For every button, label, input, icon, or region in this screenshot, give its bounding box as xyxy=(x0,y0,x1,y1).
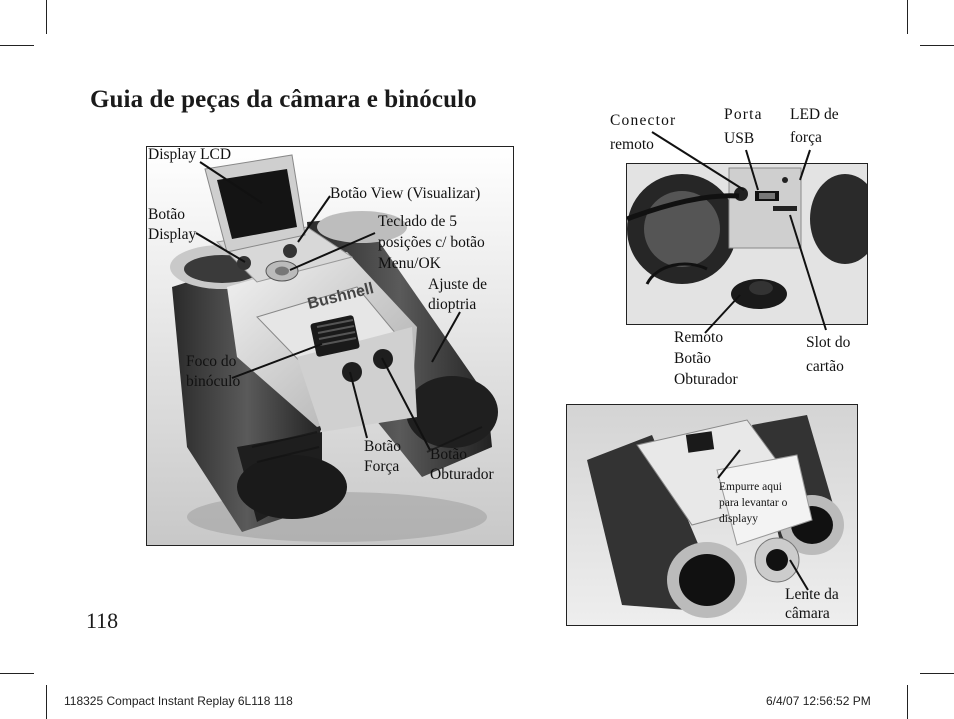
crop-mark xyxy=(0,673,34,674)
label-led-line1: LED de xyxy=(790,106,839,123)
label-empurre-line2: para levantar o xyxy=(719,497,788,509)
label-led-line2: força xyxy=(790,129,822,146)
crop-mark xyxy=(920,673,954,674)
label-remoto-line2: Botão xyxy=(674,350,712,367)
label-slot-line2: cartão xyxy=(806,358,844,375)
label-slot-line1: Slot do xyxy=(806,334,851,351)
label-lente-line1: Lente da xyxy=(785,586,839,603)
label-empurre-line3: displayy xyxy=(719,513,758,525)
label-foco-line1: Foco do xyxy=(186,353,237,370)
ports-closeup-photo xyxy=(626,163,868,325)
binocular-camera-illustration: Bushnell xyxy=(147,147,513,545)
label-usb-line2: USB xyxy=(724,130,755,147)
label-empurre-line1: Empurre aqui xyxy=(719,481,782,493)
crop-mark xyxy=(46,685,47,719)
label-forca-line1: Botão xyxy=(364,438,402,455)
label-teclado-line2: posições c/ botão xyxy=(378,234,485,251)
ports-illustration xyxy=(627,164,867,324)
label-obturador-line2: Obturador xyxy=(430,466,494,483)
label-forca-line2: Força xyxy=(364,458,400,475)
label-obturador-line1: Botão xyxy=(430,446,468,463)
crop-mark xyxy=(907,685,908,719)
crop-mark xyxy=(920,45,954,46)
page-title: Guia de peças da câmara e binóculo xyxy=(90,86,477,113)
crop-mark xyxy=(46,0,47,34)
label-lente-line2: câmara xyxy=(785,605,830,622)
label-teclado-line1: Teclado de 5 xyxy=(378,213,457,230)
label-ajuste-line1: Ajuste de xyxy=(428,276,487,293)
label-display-lcd: Display LCD xyxy=(148,146,232,163)
label-conector-line2: remoto xyxy=(610,136,654,153)
label-foco-line2: binóculo xyxy=(186,373,241,390)
label-botao-display-line2: Display xyxy=(148,226,197,243)
label-botao-view: Botão View (Visualizar) xyxy=(330,185,481,202)
label-usb-line1: Porta xyxy=(724,106,763,123)
crop-mark xyxy=(907,0,908,34)
main-binocular-photo: Bushnell xyxy=(146,146,514,546)
label-teclado-line3: Menu/OK xyxy=(378,255,441,272)
footer-right: 6/4/07 12:56:52 PM xyxy=(766,694,871,708)
footer-left: 118325 Compact Instant Replay 6L118 118 xyxy=(64,694,293,708)
label-remoto-line1: Remoto xyxy=(674,329,724,346)
page-number: 118 xyxy=(86,608,119,633)
label-ajuste-line2: dioptria xyxy=(428,296,477,313)
label-remoto-line3: Obturador xyxy=(674,371,738,388)
label-conector-line1: Conector xyxy=(610,112,677,129)
crop-mark xyxy=(0,45,34,46)
label-botao-display-line1: Botão xyxy=(148,206,186,223)
